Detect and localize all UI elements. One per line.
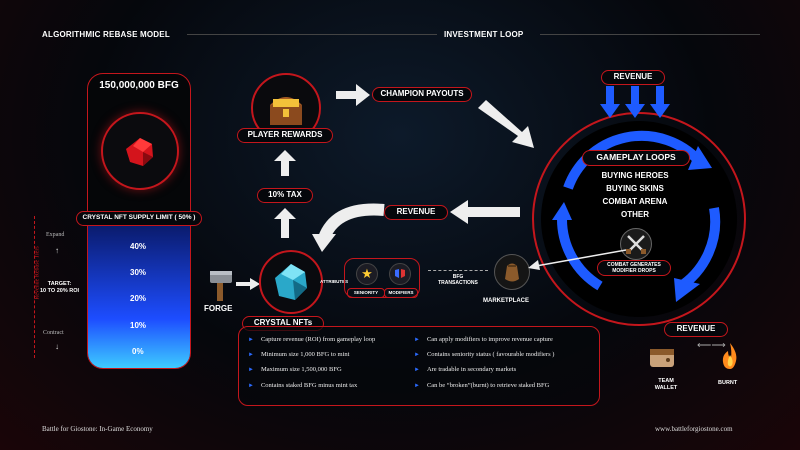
transactions-line: [428, 270, 488, 271]
arrow-down-icon: ↓: [55, 342, 59, 351]
left-arrow-icon: [450, 200, 520, 224]
revenue-down-arrows-icon: [600, 86, 670, 118]
expand-label: Expand: [46, 232, 65, 238]
bullet-item: ►Can apply modifiers to improve revenue …: [414, 336, 553, 343]
crystal-bullets-right: ►Can apply modifiers to improve revenue …: [414, 336, 554, 397]
hammer-icon: [210, 271, 232, 301]
tick-20: 20%: [130, 294, 147, 303]
combat-generates-pill: COMBAT GENERATES MODIFIER DROPS: [597, 260, 671, 276]
tax-pill: 10% TAX: [257, 188, 313, 203]
tick-40: 40%: [130, 242, 147, 251]
bullet-item: ►Can be “broken”(burnt) to retrieve stak…: [414, 381, 550, 389]
investment-loop-header: INVESTMENT LOOP: [444, 30, 524, 39]
fire-icon: [722, 343, 737, 369]
star-icon: ★: [356, 263, 378, 285]
rebase-fill: [88, 224, 190, 368]
bullet-item: ►Maximum size 1,500,000 BFG: [248, 366, 342, 374]
tick-10: 10%: [130, 321, 147, 330]
bullet-arrow-icon: ►: [414, 352, 420, 359]
gameplay-item: COMBAT ARENA: [602, 197, 668, 206]
split-arrows-icon: ⟵⟶: [697, 340, 726, 351]
revenue-mid-pill: REVENUE: [384, 205, 448, 220]
gameplay-item: BUYING HEROES: [601, 171, 669, 180]
gameplay-loops-pill: GAMEPLAY LOOPS: [582, 150, 690, 166]
crystal-bullets-left: ►Capture revenue (ROI) from gameplay loo…: [248, 336, 375, 397]
bfg-token-ring: [101, 112, 179, 190]
treasure-chest-icon: [270, 97, 302, 125]
arrow-up-icon: ↑: [55, 246, 59, 255]
marketplace-ring: [494, 254, 530, 290]
team-wallet-label: TEAM WALLET: [654, 378, 678, 391]
burnt-label: BURNT: [718, 380, 738, 386]
bfg-transactions-label: BFG TRANSACTIONS: [438, 274, 478, 286]
tick-30: 30%: [130, 268, 147, 277]
bullet-item: ►Capture revenue (ROI) from gameplay loo…: [248, 336, 376, 343]
up-arrow-icon-lower: [274, 208, 296, 238]
crossed-swords-icon: [620, 228, 652, 260]
modifiers-label: MODIFIERS: [384, 288, 418, 298]
header-divider-right: [540, 34, 760, 35]
player-rewards-pill: PLAYER REWARDS: [237, 128, 333, 143]
crystal-info-box: [238, 326, 600, 406]
shield-icon: [389, 263, 411, 285]
bullet-arrow-icon: ►: [248, 352, 254, 359]
attributes-label: ATTRIBUTES: [320, 279, 349, 284]
gameplay-item: BUYING SKINS: [606, 184, 664, 193]
right-arrow-icon: [336, 84, 370, 106]
revenue-bottom-pill: REVENUE: [664, 322, 728, 337]
bullet-arrow-icon: ►: [248, 337, 254, 343]
bfg-gem-icon: [126, 138, 153, 166]
diagonal-arrow-icon: [478, 100, 534, 148]
revenue-top-pill: REVENUE: [601, 70, 665, 85]
bullet-arrow-icon: ►: [414, 337, 420, 343]
gameplay-loop-ring: [532, 112, 746, 326]
contract-label: Contract: [43, 330, 64, 336]
bullet-arrow-icon: ►: [414, 382, 420, 389]
gameplay-item: OTHER: [621, 210, 649, 219]
footer-title: Battle for Giostone: In-Game Economy: [42, 425, 153, 433]
crystal-ring: [259, 250, 323, 314]
rebase-model-header: ALGORITHMIC REBASE MODEL: [42, 30, 170, 39]
forge-label: FORGE: [204, 304, 233, 313]
bullet-arrow-icon: ►: [414, 367, 420, 374]
crystal-gem-icon: [275, 264, 307, 300]
loot-bag-icon: [505, 263, 519, 282]
up-arrow-icon: [274, 150, 296, 176]
supply-total: 150,000,000 BFG: [99, 80, 179, 91]
gameplay-list: BUYING HEROES BUYING SKINS COMBAT ARENA …: [585, 171, 685, 223]
footer-url[interactable]: www.battleforgiostone.com: [655, 425, 733, 433]
supply-limit-pill: CRYSTAL NFT SUPPLY LIMIT ( 50% ): [76, 211, 202, 226]
forge-arrow-icon: [236, 278, 260, 290]
champion-payouts-pill: CHAMPION PAYOUTS: [372, 87, 472, 102]
bullet-arrow-icon: ►: [248, 382, 254, 389]
wallet-icon: [650, 349, 674, 367]
bullet-item: ►Minimum size 1,000 BFG to mint: [248, 351, 350, 359]
tick-0: 0%: [132, 347, 144, 356]
market-arrow-icon: [528, 249, 626, 270]
curved-arrow-icon: [312, 203, 385, 252]
bullet-item: ►Are tradable in secondary markets: [414, 366, 517, 374]
header-divider: [187, 34, 437, 35]
bullet-item: ►Contains staked BFG minus mint tax: [248, 381, 358, 389]
target-label: TARGET: 10 TO 20% ROI: [40, 281, 80, 294]
bullet-arrow-icon: ►: [248, 367, 254, 374]
rebase-tier-line: [34, 216, 35, 358]
bullet-item: ►Contains seniority status ( favourable …: [414, 351, 555, 359]
marketplace-label: MARKETPLACE: [483, 298, 529, 304]
seniority-label: SENIORITY: [347, 288, 385, 298]
